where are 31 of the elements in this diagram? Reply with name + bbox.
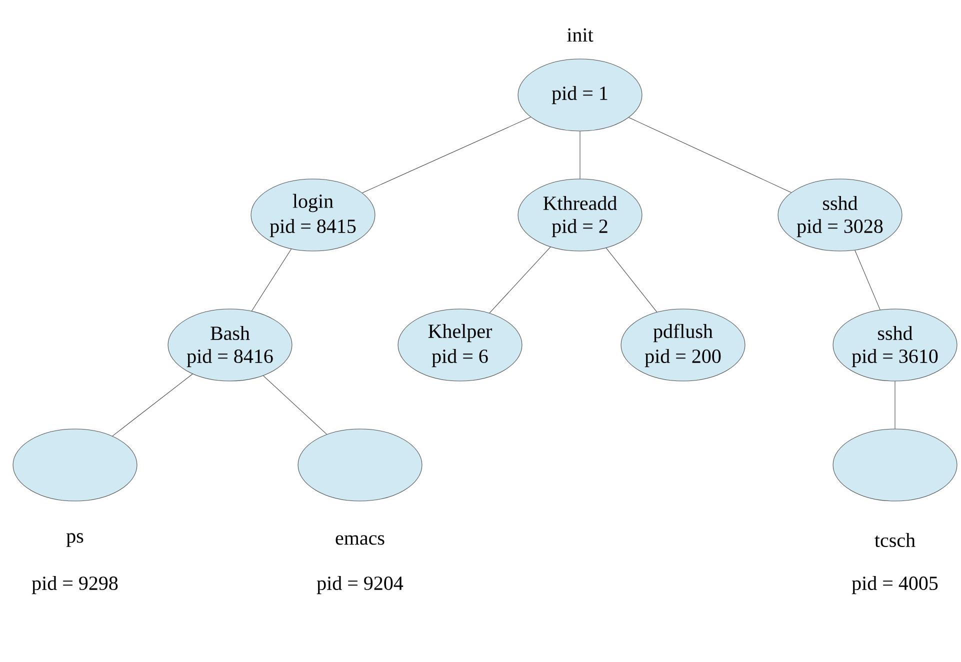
connector-line (489, 246, 551, 314)
process-name: pdflush (653, 324, 713, 342)
connector-line (112, 374, 193, 436)
pid-label: pid = 8416 (186, 348, 273, 368)
pid-label: pid = 4005 (852, 576, 938, 594)
connector-line (894, 381, 896, 430)
pid-label: pid = 200 (644, 348, 721, 368)
process-name: sshd (823, 196, 858, 210)
pid-label: pid = 6 (432, 348, 488, 368)
pid-label: pid = 3028 (796, 218, 883, 238)
process-name: Kthreadd (543, 196, 617, 210)
process-name: login (292, 194, 334, 212)
connector-line (262, 375, 328, 435)
pid-label: pid = 3610 (852, 348, 938, 368)
pid-label: pid = 1 (552, 86, 608, 104)
pid-label: pid = 8415 (270, 218, 356, 238)
connector-line (362, 116, 531, 194)
connector-line (854, 250, 880, 310)
process-name: Bash (210, 326, 250, 340)
pid-label: pid = 9298 (32, 576, 118, 594)
connector-line (251, 248, 292, 312)
pid-label: pid = 9204 (316, 576, 404, 594)
pid-label: pid = 2 (552, 218, 608, 238)
process-name: tcsch (874, 532, 916, 548)
connector-line (606, 248, 658, 312)
process-name: sshd (878, 326, 913, 340)
process-name: Khelper (428, 324, 492, 342)
connector-line (628, 117, 792, 193)
process-name: emacs (336, 535, 384, 545)
process-name: ps (66, 533, 84, 547)
process-name: init (567, 28, 594, 42)
